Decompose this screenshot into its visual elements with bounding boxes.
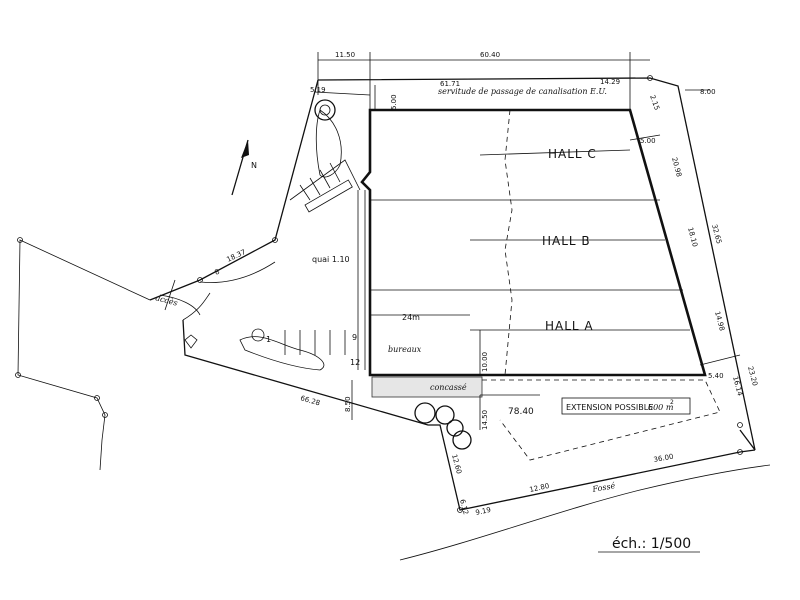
dim-parking-24: 24m <box>402 313 420 322</box>
dim-bottom-6628: 66.28 <box>299 394 320 407</box>
quay-label: quai 1.10 <box>312 255 350 264</box>
parking <box>284 159 366 370</box>
hall-a-label: HALL A <box>545 319 594 333</box>
extension-label: EXTENSION POSSIBLE <box>566 403 653 412</box>
dim-v-1000: 10.00 <box>481 352 489 372</box>
neighbor-lines <box>15 75 743 513</box>
dim-right-2320: 23.20 <box>746 365 759 386</box>
dim-right-3265: 32.65 <box>710 223 723 244</box>
dim-right-1498: 14.98 <box>713 310 726 331</box>
dim-top-right: 60.40 <box>480 51 500 59</box>
north-label: N <box>251 161 257 170</box>
green-island <box>239 109 342 371</box>
dimension-lines <box>317 52 741 430</box>
concrete-label: concassé <box>430 383 467 392</box>
dim-7840: 78.40 <box>508 407 534 417</box>
dim-bottom-3600: 36.00 <box>653 453 674 464</box>
dim-edge-61: 61.71 <box>440 80 460 88</box>
concrete-strip <box>371 376 483 398</box>
dim-right-2098: 20.98 <box>670 156 683 177</box>
north-arrow: N <box>231 139 257 196</box>
dim-right-500: 5.00 <box>640 137 656 145</box>
extension-area: 600 m <box>648 403 674 412</box>
dim-v-850: 8.50 <box>344 396 352 412</box>
dim-edge-14: 14.29 <box>600 78 620 86</box>
scale-box: éch.: 1/500 <box>598 536 700 553</box>
hall-b-label: HALL B <box>542 234 591 248</box>
trees <box>184 99 472 450</box>
hall-c-label: HALL C <box>548 147 597 161</box>
dim-left-1837: 18.37 <box>225 248 247 264</box>
dim-bottom-1280: 12.80 <box>529 482 550 494</box>
dim-num-1: 1 <box>266 335 271 344</box>
offices-label: bureaux <box>388 345 422 354</box>
dim-num-8: 8 <box>213 268 220 277</box>
dim-corner-8: 8.00 <box>700 88 716 96</box>
dim-top-left: 11.50 <box>335 51 355 59</box>
ditch: Fossé <box>399 464 771 561</box>
dim-right-540: 5.40 <box>708 372 724 380</box>
ditch-label: Fossé <box>591 481 616 494</box>
dim-v-500: 5.00 <box>390 94 398 110</box>
dim-bottom-612: 6.12 <box>458 498 470 515</box>
dim-left-519: 5.19 <box>310 86 326 94</box>
scale-label: éch.: 1/500 <box>612 536 691 552</box>
dim-right-1810: 18.10 <box>686 226 699 247</box>
dim-num-215: 2.15 <box>648 94 661 111</box>
plot-boundary <box>149 77 756 511</box>
extension-area-sup: 2 <box>670 399 674 406</box>
dim-right-1614: 16.14 <box>731 375 744 397</box>
dim-num-12: 12 <box>350 358 360 367</box>
extension-zone: EXTENSION POSSIBLE 600 m 2 <box>482 379 721 461</box>
main-building <box>360 108 707 377</box>
dim-bottom-1260: 12.60 <box>450 453 463 474</box>
dim-num-9: 9 <box>352 333 357 342</box>
dim-bottom-919: 9.19 <box>475 506 492 517</box>
easement-label: servitude de passage de canalisation E.U… <box>438 87 607 96</box>
dim-1450: 14.50 <box>481 410 489 430</box>
